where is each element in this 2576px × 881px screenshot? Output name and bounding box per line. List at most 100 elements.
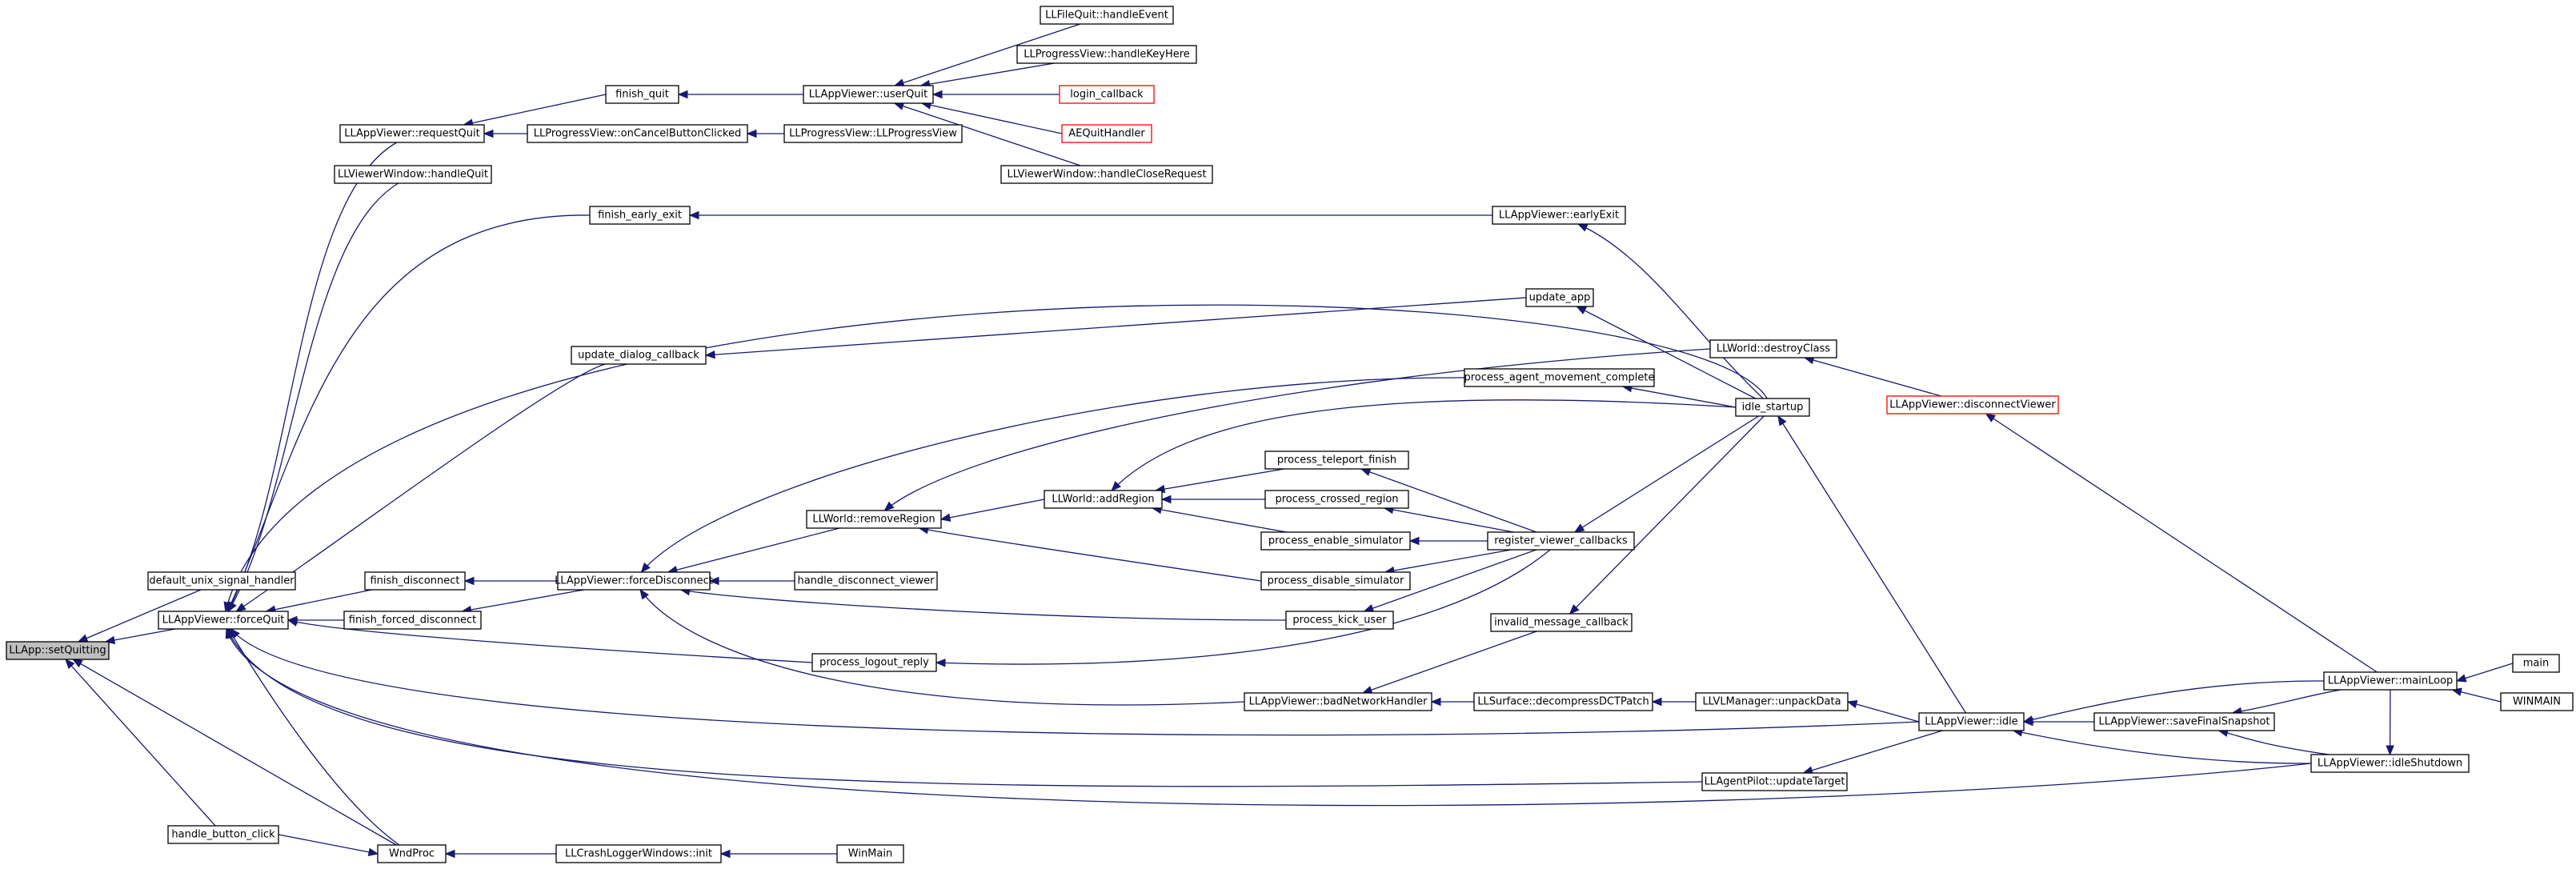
node-box-onCancel[interactable]: [527, 124, 748, 143]
node-fileQuit[interactable]: LLFileQuit::handleEvent: [1040, 6, 1174, 25]
node-box-idleShutdown[interactable]: [2310, 754, 2470, 773]
node-box-mainLoop[interactable]: [2323, 671, 2458, 691]
node-box-teleportFinish[interactable]: [1264, 451, 1409, 470]
node-box-handleQuit[interactable]: [334, 165, 492, 184]
node-closeRequest[interactable]: LLViewerWindow::handleCloseRequest: [1000, 165, 1213, 184]
node-box-unpackData[interactable]: [1695, 692, 1849, 711]
node-box-registerCallbacks[interactable]: [1487, 531, 1635, 551]
node-earlyExit[interactable]: LLAppViewer::earlyExit: [1492, 206, 1626, 225]
node-decompressDCT[interactable]: LLSurface::decompressDCTPatch: [1473, 692, 1653, 711]
node-loginCallback[interactable]: login_callback: [1059, 85, 1155, 104]
node-forceDisconnect[interactable]: LLAppViewer::forceDisconnect: [555, 571, 713, 591]
node-saveSnapshot[interactable]: LLAppViewer::saveFinalSnapshot: [2093, 712, 2275, 731]
node-box-logoutReply[interactable]: [811, 653, 937, 672]
node-updateTarget[interactable]: LLAgentPilot::updateTarget: [1701, 772, 1848, 791]
node-box-finishDisconnect[interactable]: [364, 571, 466, 591]
node-box-kickUser[interactable]: [1285, 611, 1394, 630]
node-updateDialog[interactable]: update_dialog_callback: [571, 346, 707, 365]
node-box-defaultUnix[interactable]: [147, 571, 296, 591]
node-kickUser[interactable]: process_kick_user: [1285, 611, 1394, 630]
node-requestQuit[interactable]: LLAppViewer::requestQuit: [339, 124, 485, 143]
node-box-handleDisconnect[interactable]: [794, 571, 938, 591]
node-box-winMain[interactable]: [836, 844, 904, 863]
node-box-addRegion[interactable]: [1044, 490, 1163, 509]
node-progressView[interactable]: LLProgressView::LLProgressView: [783, 124, 963, 143]
node-registerCallbacks[interactable]: register_viewer_callbacks: [1487, 531, 1635, 551]
node-badNetwork[interactable]: LLAppViewer::badNetworkHandler: [1244, 692, 1432, 711]
node-handleKeyHere[interactable]: LLProgressView::handleKeyHere: [1016, 45, 1197, 64]
node-wndProc[interactable]: WndProc: [377, 844, 447, 863]
node-idleShutdown[interactable]: LLAppViewer::idleShutdown: [2310, 754, 2470, 773]
node-box-enableSim[interactable]: [1260, 531, 1411, 551]
node-box-decompressDCT[interactable]: [1473, 692, 1653, 711]
node-box-finishQuit[interactable]: [605, 85, 679, 104]
node-box-updateDialog[interactable]: [571, 346, 707, 365]
node-finishQuit[interactable]: finish_quit: [605, 85, 679, 104]
node-box-earlyExit[interactable]: [1492, 206, 1626, 225]
node-box-main[interactable]: [2512, 654, 2560, 673]
node-box-disableSim[interactable]: [1260, 571, 1411, 591]
node-box-finishForced[interactable]: [343, 611, 482, 630]
node-idleStartup[interactable]: idle_startup: [1735, 398, 1810, 417]
node-box-aeQuit[interactable]: [1061, 124, 1152, 143]
node-crashLogger[interactable]: LLCrashLoggerWindows::init: [555, 844, 722, 863]
node-idle[interactable]: LLAppViewer::idle: [1918, 712, 2025, 731]
node-box-updateApp[interactable]: [1525, 288, 1594, 307]
node-agentMovement[interactable]: process_agent_movement_complete: [1464, 368, 1655, 387]
node-box-agentMovement[interactable]: [1464, 368, 1655, 387]
node-box-winMainUpper[interactable]: [2500, 692, 2574, 711]
node-box-updateTarget[interactable]: [1701, 772, 1848, 791]
node-box-crossedRegion[interactable]: [1264, 490, 1409, 509]
node-winMain[interactable]: WinMain: [836, 844, 904, 863]
node-forceQuit[interactable]: LLAppViewer::forceQuit: [158, 611, 289, 630]
node-aeQuit[interactable]: AEQuitHandler: [1061, 124, 1152, 143]
node-destroyClass[interactable]: LLWorld::destroyClass: [1709, 339, 1837, 358]
node-box-closeRequest[interactable]: [1000, 165, 1213, 184]
node-disconnectViewer[interactable]: LLAppViewer::disconnectViewer: [1886, 395, 2059, 414]
node-box-requestQuit[interactable]: [339, 124, 485, 143]
node-handleButton[interactable]: handle_button_click: [167, 825, 279, 844]
node-teleportFinish[interactable]: process_teleport_finish: [1264, 451, 1409, 470]
node-box-wndProc[interactable]: [377, 844, 447, 863]
node-box-idleStartup[interactable]: [1735, 398, 1810, 417]
node-box-finishEarlyExit[interactable]: [589, 206, 691, 225]
node-box-saveSnapshot[interactable]: [2093, 712, 2275, 731]
node-disableSim[interactable]: process_disable_simulator: [1260, 571, 1411, 591]
node-handleDisconnect[interactable]: handle_disconnect_viewer: [794, 571, 938, 591]
node-updateApp[interactable]: update_app: [1525, 288, 1594, 307]
node-box-invalidMsg[interactable]: [1490, 613, 1633, 632]
node-invalidMsg[interactable]: invalid_message_callback: [1490, 613, 1633, 632]
node-addRegion[interactable]: LLWorld::addRegion: [1044, 490, 1163, 509]
node-userQuit[interactable]: LLAppViewer::userQuit: [803, 85, 934, 104]
node-winMainUpper[interactable]: WINMAIN: [2500, 692, 2574, 711]
node-box-forceDisconnect[interactable]: [557, 571, 711, 591]
node-box-disconnectViewer[interactable]: [1886, 395, 2059, 414]
node-finishEarlyExit[interactable]: finish_early_exit: [589, 206, 691, 225]
node-box-userQuit[interactable]: [803, 85, 934, 104]
node-box-badNetwork[interactable]: [1244, 692, 1432, 711]
node-box-setQuitting[interactable]: [6, 641, 110, 660]
node-removeRegion[interactable]: LLWorld::removeRegion: [806, 510, 942, 529]
node-setQuitting[interactable]: LLApp::setQuitting: [6, 641, 110, 660]
node-enableSim[interactable]: process_enable_simulator: [1260, 531, 1411, 551]
node-handleQuit[interactable]: LLViewerWindow::handleQuit: [334, 165, 492, 184]
node-box-crashLogger[interactable]: [555, 844, 722, 863]
node-defaultUnix[interactable]: default_unix_signal_handler: [147, 571, 296, 591]
node-mainLoop[interactable]: LLAppViewer::mainLoop: [2323, 671, 2458, 691]
node-unpackData[interactable]: LLVLManager::unpackData: [1695, 692, 1849, 711]
node-main[interactable]: main: [2512, 654, 2560, 673]
node-box-handleKeyHere[interactable]: [1016, 45, 1197, 64]
node-box-progressView[interactable]: [783, 124, 963, 143]
node-box-loginCallback[interactable]: [1059, 85, 1155, 104]
node-finishDisconnect[interactable]: finish_disconnect: [364, 571, 466, 591]
node-box-fileQuit[interactable]: [1040, 6, 1174, 25]
node-logoutReply[interactable]: process_logout_reply: [811, 653, 937, 672]
node-finishForced[interactable]: finish_forced_disconnect: [343, 611, 482, 630]
node-box-removeRegion[interactable]: [806, 510, 942, 529]
node-box-handleButton[interactable]: [167, 825, 279, 844]
node-box-destroyClass[interactable]: [1709, 339, 1837, 358]
node-crossedRegion[interactable]: process_crossed_region: [1264, 490, 1409, 509]
node-box-idle[interactable]: [1918, 712, 2025, 731]
node-onCancel[interactable]: LLProgressView::onCancelButtonClicked: [527, 124, 748, 143]
node-box-forceQuit[interactable]: [158, 611, 289, 630]
